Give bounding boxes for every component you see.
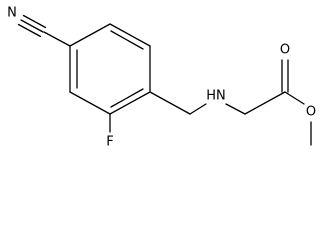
carbonyl-double-bond: [281, 59, 289, 93]
molecule-canvas: F HN O O N: [7, 6, 316, 150]
carbonyl-oxygen-label: O: [280, 43, 290, 58]
carbonyl-to-ester-oxygen-bond: [284, 91, 305, 105]
amine-atom-label: HN: [206, 89, 226, 104]
ring-to-nitrile-bond: [43, 31, 71, 47]
structure-drawing: F HN O O N: [7, 6, 316, 150]
ester-oxygen-label: O: [306, 105, 316, 120]
methylene-to-amine-bond: [189, 103, 207, 115]
amine-to-methylene-bond: [225, 103, 246, 115]
benzene-ring: [69, 23, 151, 115]
nitrile-bond: [17, 14, 47, 38]
fluorine-atom-label: F: [106, 135, 113, 150]
ring-to-methylene-bond: [149, 91, 191, 115]
methylene-to-carbonyl-bond: [244, 91, 286, 115]
nitrile-nitrogen-label: N: [7, 6, 17, 21]
